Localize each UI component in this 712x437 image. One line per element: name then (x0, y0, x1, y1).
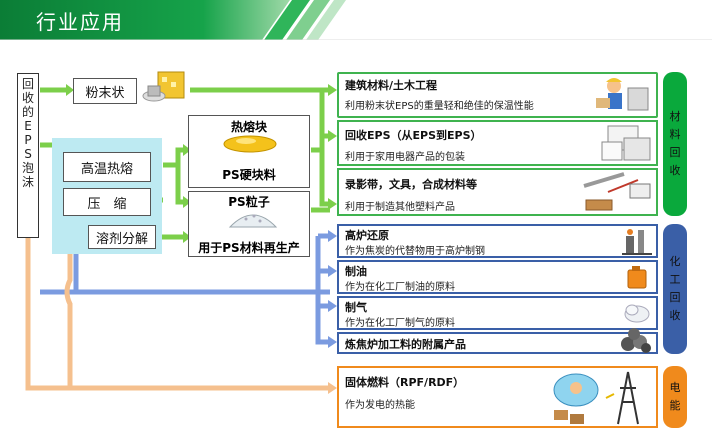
solvent-decomposition-node: 溶剂分解 (88, 225, 156, 249)
outcome-row-solid-fuel (337, 366, 658, 428)
category-material-recycling: 材 料 回 收 (663, 72, 687, 216)
outcome-row-blast-furnace (337, 224, 658, 258)
category-char: 工 (669, 273, 681, 286)
row-desc: 作为焦炭的代替物用于高炉制钢 (345, 246, 485, 257)
category-chemical-recycling: 化 工 回 收 (663, 224, 687, 354)
category-char: 收 (669, 164, 681, 177)
source-char: 的 (21, 105, 34, 119)
stationery-icon (583, 172, 651, 211)
gas-cloud-icon (624, 304, 650, 323)
outcome-row-coke (337, 332, 658, 354)
source-char: E (24, 119, 32, 133)
melt-block-label: 热熔块 (230, 120, 267, 134)
outcome-row-construction (337, 72, 658, 118)
category-energy: 电 能 (663, 366, 687, 428)
coke-pile-icon (621, 328, 651, 353)
row-desc: 利用于制造其他塑料产品 (345, 202, 455, 213)
power-tower-icon (553, 371, 639, 425)
outcome-row-oil (337, 260, 658, 294)
row-title: 制气 (345, 301, 367, 314)
ps-hard-label: PS硬块料 (222, 168, 276, 182)
row-desc: 利用于家用电器产品的包装 (345, 152, 465, 163)
row-title: 制油 (345, 265, 367, 278)
ps-regen-label: 用于PS材料再生产 (198, 241, 300, 255)
hot-melt-node: 高温热熔 (63, 152, 151, 182)
source-char: P (24, 133, 32, 147)
oil-can-icon (627, 266, 647, 289)
appliance-box-icon (601, 125, 651, 161)
row-title: 建筑材料/土木工程 (345, 79, 438, 92)
category-char: 回 (669, 291, 681, 304)
source-char: 收 (21, 91, 34, 105)
row-title: 炼焦炉加工料的附属产品 (345, 338, 466, 351)
row-desc: 作为在化工厂制油的原料 (345, 282, 455, 293)
page-title: 行业应用 (36, 10, 124, 34)
category-char: 能 (669, 399, 681, 412)
blast-furnace-icon (622, 229, 652, 255)
powder-bag-icon (142, 71, 185, 102)
compress-node: 压 缩 (63, 188, 151, 216)
row-title: 回收EPS（从EPS到EPS） (345, 129, 482, 142)
category-char: 材 (669, 110, 681, 123)
granule-pile-icon (228, 214, 278, 228)
source-char: S (24, 147, 32, 161)
outcome-row-gas (337, 296, 658, 330)
row-desc: 利用粉末状EPS的重量轻和绝佳的保温性能 (345, 101, 534, 112)
header-bar (0, 0, 712, 40)
row-desc: 作为发电的热能 (345, 400, 415, 411)
category-char: 收 (669, 309, 681, 322)
worker-icon (596, 78, 649, 111)
source-recycled-eps-foam: 回 收 的 E P S 泡 沫 (17, 73, 39, 238)
category-char: 化 (669, 255, 681, 268)
row-title: 固体燃料（RPF/RDF） (345, 376, 465, 389)
row-title: 录影带，文具，合成材料等 (345, 178, 477, 191)
category-char: 回 (669, 146, 681, 159)
source-char: 沫 (21, 175, 34, 189)
powder-node: 粉末状 (73, 78, 137, 104)
source-char: 泡 (21, 161, 34, 175)
source-char: 回 (21, 77, 34, 91)
ps-block-icon (223, 135, 277, 153)
category-char: 料 (669, 128, 681, 141)
category-char: 电 (669, 381, 681, 394)
row-title: 高炉还原 (345, 229, 389, 242)
row-desc: 作为在化工厂制气的原料 (345, 318, 455, 329)
ps-granule-label: PS粒子 (228, 195, 270, 209)
